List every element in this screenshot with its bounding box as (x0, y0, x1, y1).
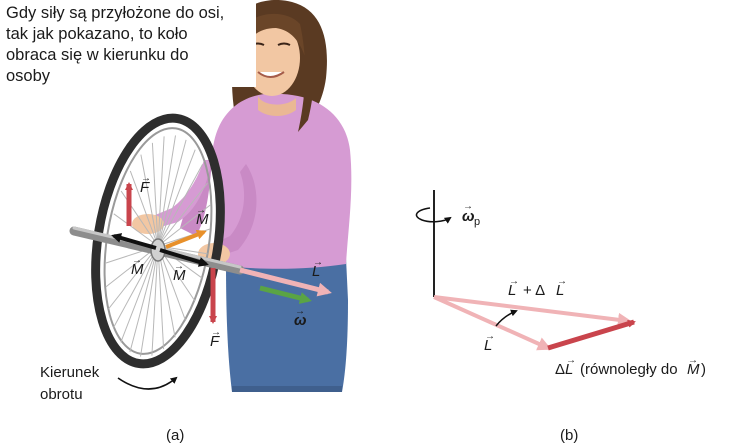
wheel-spoke (151, 142, 159, 247)
svg-text:→: → (463, 201, 473, 212)
vector-L-plus-dL-arrow (433, 295, 632, 327)
svg-text:→: → (132, 255, 142, 266)
wheel-spoke (129, 170, 159, 247)
svg-text:→: → (174, 261, 184, 272)
delta-L-prefix: Δ (555, 361, 565, 378)
rotation-label-line1: Kierunek (40, 364, 100, 381)
rotation-label-line2: obrotu (40, 386, 83, 403)
angular-velocity-label: ω (294, 312, 307, 329)
caption-line-3: obraca się w kierunku do (6, 46, 189, 64)
svg-text:→: → (313, 257, 323, 268)
angular-momentum-label: L (312, 263, 320, 280)
wheel-spoke (157, 135, 176, 247)
vector-deltaL-arrow (547, 319, 636, 351)
caption-line-2: tak jak pokazano, to koło (6, 25, 188, 43)
wheel-spoke (113, 245, 159, 328)
wheel-spoke (108, 245, 159, 310)
panel-a-label: (a) (166, 427, 184, 444)
vector-L-arrow (433, 295, 552, 351)
torque-right-label: M (173, 267, 186, 284)
sum-label-L2: L (556, 282, 564, 299)
svg-text:→: → (485, 331, 495, 342)
force-up-label: F (140, 179, 150, 196)
sum-label-plus: + Δ (523, 282, 545, 299)
wheel-spoke (157, 204, 211, 247)
force-down-label: F (210, 333, 220, 350)
svg-text:→: → (688, 355, 698, 366)
pointer-arrow (495, 309, 518, 327)
parallel-M: M (687, 361, 700, 378)
angular-velocity-arrow (259, 285, 312, 304)
panel-b-vectors (415, 190, 636, 351)
torque-left-label: M (131, 261, 144, 278)
svg-text:→: → (557, 276, 567, 287)
wheel-spoke (157, 139, 187, 247)
person-illustration (132, 0, 352, 392)
panel-a-vectors (111, 182, 332, 390)
torque-arrow-right (159, 248, 209, 267)
torque-arrow-orange (165, 229, 207, 249)
wheel-spoke (157, 245, 176, 338)
wheel-spoke (140, 245, 159, 357)
rotation-direction-arrow (117, 376, 178, 390)
svg-text:→: → (211, 327, 221, 338)
svg-text:→: → (566, 355, 576, 366)
torque-upper-label: M (196, 211, 209, 228)
precession-omega-subscript: p (474, 216, 480, 228)
wheel-spoke (151, 245, 159, 356)
caption-line-4: osoby (6, 67, 51, 85)
delta-L-label: L (565, 361, 573, 378)
precession-omega-label: ω (462, 208, 475, 225)
svg-text:→: → (196, 205, 206, 216)
parallel-text: (równoległy do (580, 361, 678, 378)
svg-text:→: → (509, 276, 519, 287)
wheel-spoke (157, 245, 165, 350)
caption-text: Gdy siły są przyłożone do osi, tak jak p… (6, 3, 256, 87)
wheel-spoke (157, 136, 165, 247)
precession-rotation-icon (415, 207, 452, 224)
wheel-spoke (113, 213, 159, 247)
svg-text:→: → (141, 173, 151, 184)
panel-b-label: (b) (560, 427, 578, 444)
sum-label-L: L (508, 282, 516, 299)
parallel-close: ) (701, 361, 706, 378)
wheel-spoke (120, 245, 159, 343)
caption-line-1: Gdy siły są przyłożone do osi, (6, 4, 225, 22)
wheel-spoke (157, 182, 208, 247)
wheel-spoke (157, 164, 203, 247)
vector-L-label: L (484, 337, 492, 354)
svg-text:→: → (295, 306, 305, 317)
wheel-spoke (129, 245, 159, 353)
wheel-spoke (157, 149, 196, 247)
wheel-spoke (140, 154, 159, 247)
angular-momentum-arrow (239, 267, 332, 297)
torque-arrow-left (111, 233, 157, 250)
